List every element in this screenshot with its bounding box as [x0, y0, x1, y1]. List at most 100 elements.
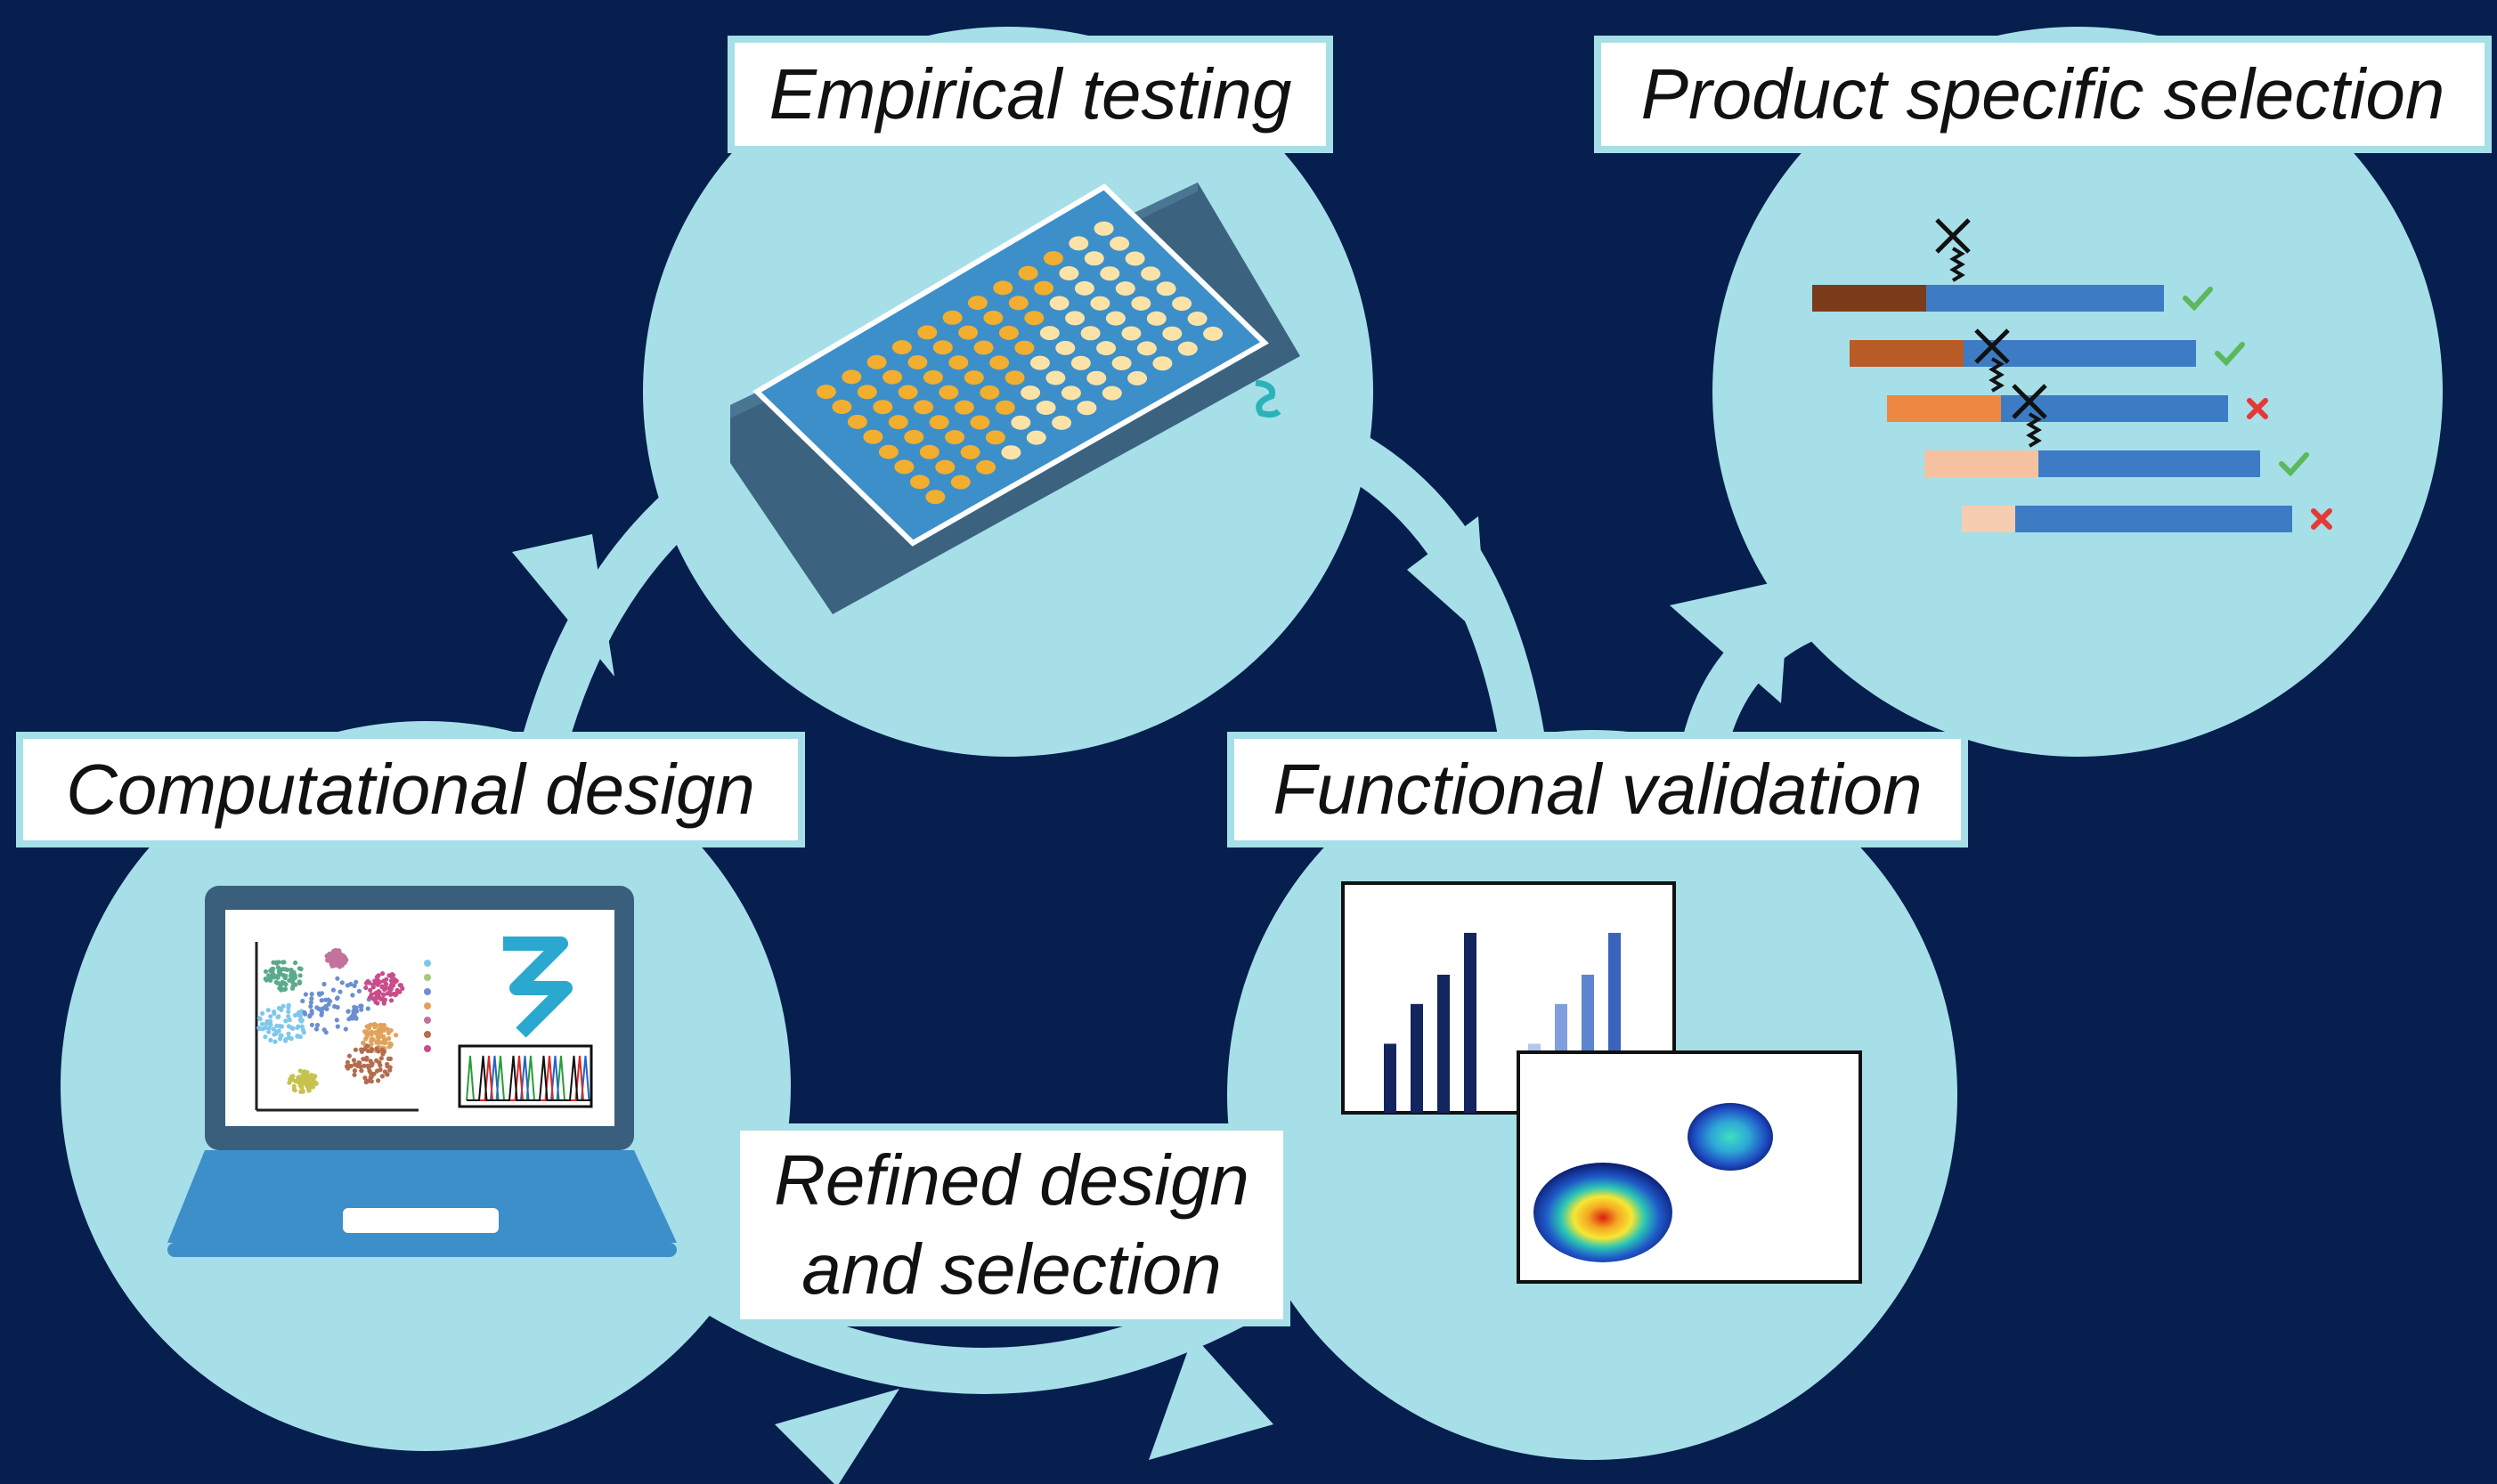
label-product-specific-selection: Product specific selection: [1594, 36, 2492, 153]
scatter-point: [290, 1026, 296, 1031]
scatter-point: [342, 955, 347, 961]
scatter-point: [263, 976, 268, 982]
scatter-point: [277, 1024, 282, 1029]
scatter-point: [330, 949, 337, 954]
well: [1121, 326, 1142, 341]
scatter-point: [327, 999, 333, 1004]
sequence-segment: [2038, 450, 2260, 477]
scatter-point: [314, 1022, 321, 1028]
scatter-point: [353, 1015, 359, 1020]
scatter-point: [321, 1027, 327, 1033]
well: [1055, 340, 1076, 355]
well: [891, 340, 912, 355]
well: [1080, 326, 1101, 341]
scatter-point: [343, 1026, 348, 1032]
well: [1162, 326, 1183, 341]
scatter-point: [374, 995, 379, 1001]
well: [998, 325, 1019, 340]
scatter-point: [398, 983, 403, 988]
scatter-point: [266, 1026, 272, 1031]
well: [1127, 370, 1148, 385]
bar: [1437, 974, 1450, 1113]
scatter-point: [387, 1056, 393, 1061]
scatter-point: [297, 980, 303, 985]
well-plate-illustration: [730, 182, 1300, 614]
scatter-point: [369, 1079, 374, 1084]
scatter-point: [264, 1021, 269, 1026]
scatter-point: [316, 991, 321, 996]
well: [935, 459, 956, 474]
scatter-point: [346, 1009, 351, 1014]
scatter-point: [381, 978, 386, 984]
scatter-point: [385, 1072, 390, 1077]
scatter-point: [379, 1047, 386, 1052]
scatter-point: [378, 996, 384, 1001]
label-text: Refined design: [774, 1140, 1249, 1220]
label-text: Empirical testing: [769, 54, 1292, 134]
well: [1111, 356, 1132, 370]
cross-icon: [2311, 508, 2332, 530]
scatter-point: [306, 1085, 312, 1091]
scatter-point: [299, 1083, 305, 1089]
scatter-point: [256, 1016, 262, 1021]
sequence-segment: [1850, 340, 1964, 367]
scatter-point: [268, 1022, 273, 1027]
scatter-point: [364, 1034, 370, 1039]
scatter-point: [335, 995, 340, 1001]
scatter-point: [335, 1004, 340, 1010]
scatter-point: [297, 1077, 303, 1083]
scatter-point: [276, 969, 281, 974]
laptop-illustration: [167, 886, 677, 1257]
well: [1070, 355, 1091, 370]
scatter-point: [268, 1018, 273, 1024]
scatter-point: [359, 1068, 364, 1074]
scatter-point: [365, 1048, 370, 1054]
well: [929, 415, 949, 430]
scatter-point: [281, 960, 286, 965]
guide-strand-icon: [1989, 357, 2005, 393]
scatter-point: [324, 953, 329, 959]
well: [1026, 430, 1046, 445]
scatter-point: [268, 1037, 273, 1042]
scatter-point: [335, 1024, 340, 1029]
cut-site-icon: [1935, 218, 1971, 254]
scatter-point: [286, 1014, 291, 1019]
scatter-point: [372, 1025, 378, 1030]
well: [1036, 401, 1056, 415]
scatter-point: [379, 1074, 385, 1079]
well: [1059, 266, 1079, 280]
scatter-point: [356, 1063, 362, 1069]
scatter-point: [352, 1068, 357, 1074]
well: [958, 325, 979, 340]
scatter-point: [363, 1057, 369, 1062]
scatter-point: [346, 1053, 352, 1058]
guide-strand-icon: [1949, 247, 1965, 282]
scatter-point: [298, 1089, 304, 1094]
scatter-point: [339, 980, 345, 985]
sequence-segment: [1812, 285, 1926, 312]
well: [863, 429, 883, 444]
scatter-point: [323, 1003, 329, 1010]
well: [1115, 281, 1135, 296]
scatter-point: [297, 973, 303, 978]
umap-scatter-icon: [256, 947, 405, 1094]
well: [1125, 251, 1145, 266]
well: [914, 400, 934, 415]
scatter-point: [352, 1004, 357, 1010]
well: [1094, 221, 1114, 236]
well: [1102, 385, 1122, 401]
scatter-point: [392, 979, 398, 985]
well: [1043, 251, 1063, 266]
well: [1065, 311, 1086, 326]
scatter-point: [268, 1014, 273, 1019]
scatter-point: [276, 1014, 281, 1019]
stage-circle-product: [1712, 27, 2443, 757]
scatter-point: [289, 1036, 294, 1042]
scatter-point: [380, 992, 386, 997]
company-logo-icon: [1255, 379, 1281, 418]
well: [1004, 370, 1025, 385]
scatter-point: [386, 1030, 391, 1035]
density-cluster: [1688, 1103, 1773, 1171]
scatter-point: [272, 1039, 278, 1044]
scatter-point: [366, 1025, 371, 1031]
